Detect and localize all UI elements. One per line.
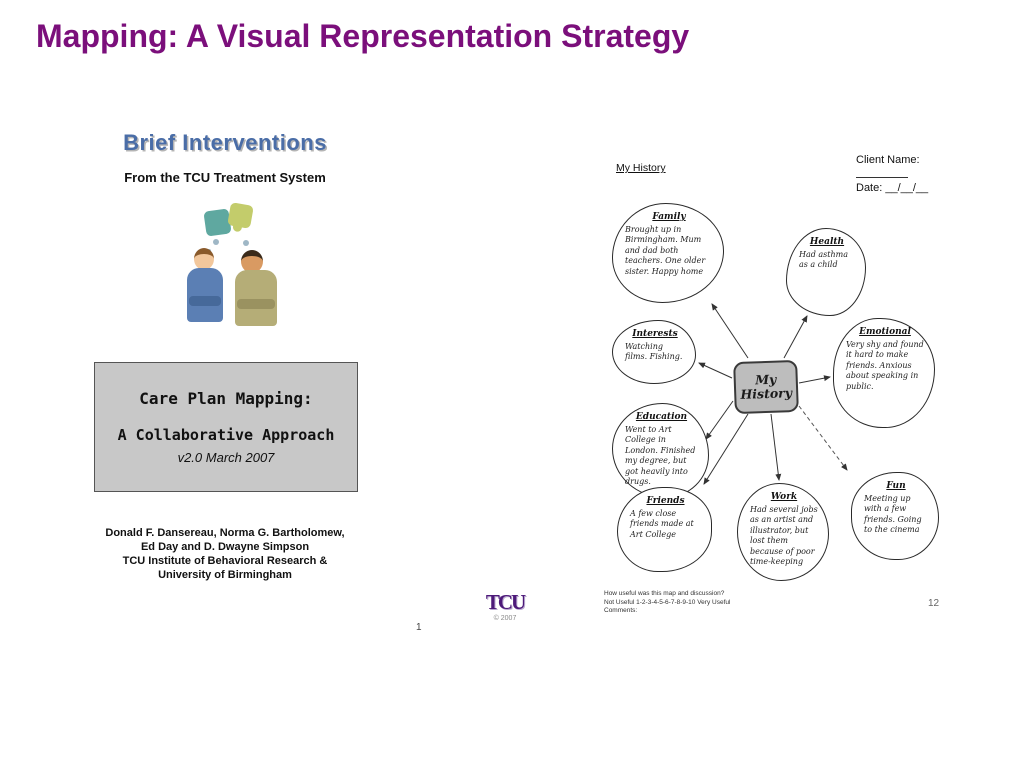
map-node-interests: Interests Watching films. Fishing. [612, 320, 696, 384]
arrow-family [711, 303, 749, 359]
map-node-emotional: Emotional Very shy and found it hard to … [833, 318, 935, 428]
authors-line: University of Birmingham [158, 569, 292, 581]
node-text: A few close friends made at Art College [630, 509, 694, 539]
map-slide-page-number: 12 [928, 598, 940, 609]
tcu-logo: TCU © 2007 [478, 590, 532, 622]
client-info-block: Client Name: Date: __/__/__ [856, 154, 946, 194]
footer-line: Not Useful 1-2-3-4-5-6-7-8-9-10 Very Use… [604, 598, 731, 606]
arrow-health [783, 315, 808, 359]
node-title: Fun [886, 481, 906, 491]
person-right-arms [237, 299, 275, 309]
node-text: Had asthma as a child [799, 250, 849, 270]
node-title: Health [809, 237, 845, 247]
left-slide-page-number: 1 [416, 622, 422, 633]
map-node-health: Health Had asthma as a child [786, 228, 866, 316]
person-right-head [241, 250, 263, 273]
brief-interventions-heading: Brief Interventions [123, 130, 327, 155]
arrow-interests [698, 362, 733, 379]
care-plan-subtitle: A Collaborative Approach [117, 426, 335, 444]
node-title: Family [652, 212, 686, 222]
arrow-emotional [798, 375, 831, 384]
tcu-logo-text: TCU [485, 590, 526, 614]
map-usefulness-footer: How useful was this map and discussion? … [604, 590, 824, 616]
care-plan-version: v2.0 March 2007 [177, 450, 275, 465]
page-title: Mapping: A Visual Representation Strateg… [36, 18, 690, 54]
thought-puzzle-green-icon [227, 202, 254, 229]
client-name-label: Client Name: [856, 154, 920, 166]
tcu-subheading: From the TCU Treatment System [124, 170, 326, 185]
node-text: Watching films. Fishing. [625, 342, 683, 362]
client-name-blank-line [856, 166, 908, 178]
two-people-talking-clipart [185, 202, 310, 346]
center-node-my-history: My History [733, 359, 799, 415]
thought-dot-icon [243, 240, 249, 246]
footer-line: Comments: [604, 607, 638, 614]
node-title: Education [635, 412, 688, 422]
date-label: Date: __/__/__ [856, 182, 929, 194]
node-text: Brought up in Birmingham. Mum and dad bo… [625, 225, 706, 276]
care-plan-title: Care Plan Mapping: [139, 389, 313, 408]
node-text: Went to Art College in London. Finished … [625, 425, 696, 486]
arrow-education [705, 400, 734, 440]
arrow-fun [798, 405, 848, 471]
person-left-body [187, 268, 223, 322]
person-right-body [235, 270, 277, 326]
map-node-friends: Friends A few close friends made at Art … [617, 487, 712, 572]
my-history-map-slide: My History Client Name: Date: __/__/__ M… [600, 150, 980, 630]
node-title: Interests [632, 329, 678, 339]
node-title: Friends [646, 496, 685, 506]
map-node-family: Family Brought up in Birmingham. Mum and… [612, 203, 724, 303]
footer-line: How useful was this map and discussion? [604, 590, 725, 597]
node-title: Emotional [859, 327, 911, 337]
authors-block: Donald F. Dansereau, Norma G. Bartholome… [70, 526, 380, 582]
arrow-work [770, 413, 782, 481]
node-text: Very shy and found it hard to make frien… [846, 340, 924, 391]
authors-line: Ed Day and D. Dwayne Simpson [140, 541, 310, 553]
node-text: Meeting up with a few friends. Going to … [864, 494, 922, 535]
tcu-logo-copyright: © 2007 [493, 615, 517, 622]
care-plan-box: Care Plan Mapping: A Collaborative Appro… [94, 362, 358, 492]
node-text: Had several jobs as an artist and illust… [750, 505, 818, 566]
authors-line: TCU Institute of Behavioral Research & [122, 555, 328, 567]
node-title: Work [770, 492, 798, 502]
thought-dot-icon [213, 239, 219, 245]
map-node-work: Work Had several jobs as an artist and i… [737, 483, 829, 581]
map-node-fun: Fun Meeting up with a few friends. Going… [851, 472, 939, 560]
map-node-education: Education Went to Art College in London.… [612, 403, 709, 498]
person-left-head [194, 248, 214, 270]
person-left-arms [189, 296, 221, 306]
authors-line: Donald F. Dansereau, Norma G. Bartholome… [105, 527, 345, 539]
map-header-title: My History [616, 162, 666, 174]
arrow-friends [703, 413, 749, 485]
brief-interventions-slide: Brief Interventions From the TCU Treatme… [80, 130, 370, 642]
